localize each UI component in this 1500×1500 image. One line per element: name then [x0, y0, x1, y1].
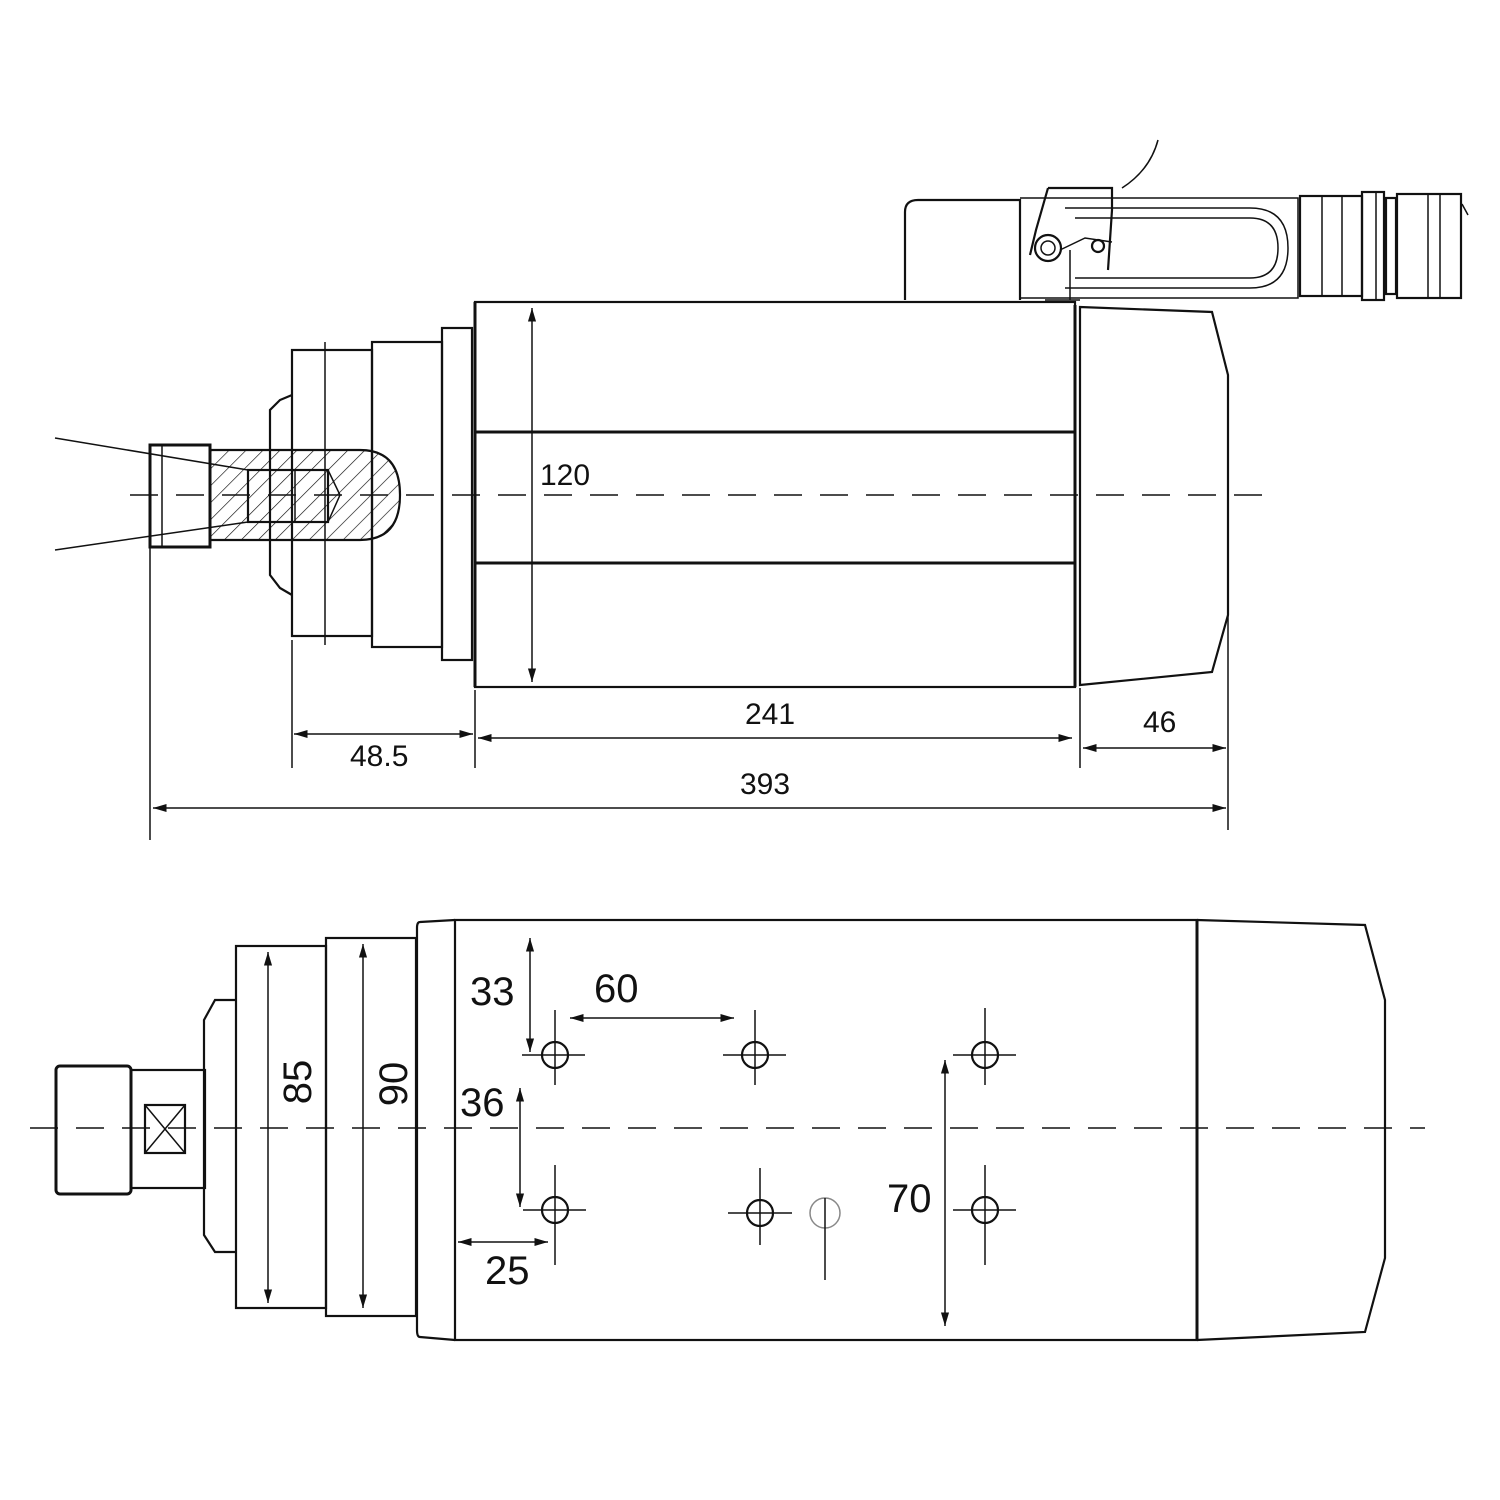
plan-rear-cap [1196, 918, 1387, 1342]
mounting-hole [522, 1010, 585, 1085]
dim-label-70: 70 [887, 1177, 932, 1221]
dim-label-393: 393 [740, 768, 790, 801]
rear-cap [1078, 305, 1230, 687]
dim-label-90: 90 [372, 1062, 416, 1107]
dim-label-48-5: 48.5 [350, 740, 408, 773]
dim-label-241: 241 [745, 698, 795, 731]
dim-cap-length: 46 [1083, 706, 1226, 753]
mounting-hole [728, 1168, 792, 1245]
dim-diameter-90: 90 [358, 944, 416, 1308]
dim-diameter-85: 85 [263, 952, 320, 1303]
plan-front-flange [415, 918, 456, 1342]
dim-offset-33: 33 [470, 938, 535, 1052]
dim-offset-25: 25 [458, 1237, 548, 1293]
plan-body [453, 918, 1199, 1342]
mounting-hole [953, 1008, 1016, 1085]
dim-diameter-120: 120 [527, 308, 590, 682]
motor-body [473, 300, 1077, 689]
plan-view: 85 90 [30, 918, 1425, 1342]
dim-label-85: 85 [276, 1060, 320, 1105]
mounting-hole [523, 1165, 586, 1265]
dim-offset-36: 36 [460, 1081, 525, 1207]
dim-label-33: 33 [470, 970, 515, 1014]
dim-span-70: 70 [887, 1060, 950, 1326]
dim-nose-length: 48.5 [294, 729, 473, 773]
dim-body-length: 241 [478, 698, 1072, 743]
dim-total-length: 393 [153, 768, 1226, 813]
dim-pitch-60: 60 [570, 967, 734, 1023]
dim-label-46: 46 [1143, 706, 1176, 739]
mounting-hole [723, 1010, 786, 1085]
mounting-hole [953, 1165, 1016, 1265]
dim-label-60: 60 [594, 967, 639, 1011]
plan-collet-nut [54, 1064, 133, 1196]
side-view: 120 48.5 241 46 393 [54, 139, 1469, 840]
junction-box [903, 139, 1469, 302]
dim-label-36: 36 [460, 1081, 505, 1125]
optional-hole [809, 1197, 841, 1280]
dim-label-25: 25 [485, 1249, 530, 1293]
dim-label-120: 120 [540, 459, 590, 492]
spindle-shaft [54, 437, 402, 551]
mounting-holes [522, 1008, 1016, 1280]
